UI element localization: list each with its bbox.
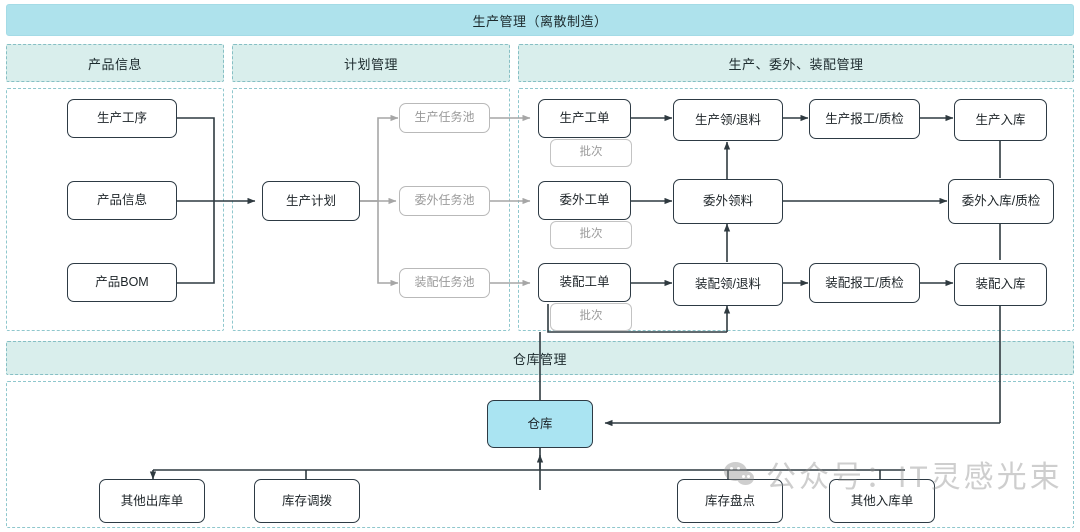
node-label: 产品BOM xyxy=(95,275,149,290)
lane-plan xyxy=(232,88,510,331)
node-label: 批次 xyxy=(579,146,603,159)
node-picking-assembly[interactable]: 装配领/退料 xyxy=(673,263,783,306)
node-label: 装配报工/质检 xyxy=(825,275,904,290)
node-label: 生产工单 xyxy=(559,111,610,126)
node-pool-outsource[interactable]: 委外任务池 xyxy=(399,186,490,216)
node-label: 委外领料 xyxy=(702,194,753,209)
diagram-title: 生产管理（离散制造） xyxy=(472,13,608,29)
section-header-manufacturing: 生产、委外、装配管理 xyxy=(518,44,1074,82)
node-inbound-outsource[interactable]: 委外入库/质检 xyxy=(948,179,1054,224)
node-work-order-assembly[interactable]: 装配工单 xyxy=(538,263,631,302)
node-work-order-production[interactable]: 生产工单 xyxy=(538,99,631,138)
node-batch-production[interactable]: 批次 xyxy=(550,139,632,167)
section-header-plan: 计划管理 xyxy=(232,44,510,82)
node-pool-assembly[interactable]: 装配任务池 xyxy=(399,268,490,298)
node-label: 生产任务池 xyxy=(414,110,475,125)
node-label: 委外工单 xyxy=(559,193,610,208)
node-pool-production[interactable]: 生产任务池 xyxy=(399,103,490,133)
section-label-product: 产品信息 xyxy=(87,56,142,72)
node-inbound-assembly[interactable]: 装配入库 xyxy=(954,263,1047,306)
node-label: 生产计划 xyxy=(285,193,336,208)
section-label-plan: 计划管理 xyxy=(343,56,398,72)
node-other-inbound[interactable]: 其他入库单 xyxy=(829,479,935,523)
node-stock-count[interactable]: 库存盘点 xyxy=(677,479,783,523)
node-label: 生产报工/质检 xyxy=(825,111,904,126)
node-label: 装配入库 xyxy=(975,277,1026,292)
section-label-manufacturing: 生产、委外、装配管理 xyxy=(728,56,864,72)
node-batch-outsource[interactable]: 批次 xyxy=(550,221,632,249)
section-header-product: 产品信息 xyxy=(6,44,224,82)
node-report-assembly[interactable]: 装配报工/质检 xyxy=(809,263,920,303)
node-stock-transfer[interactable]: 库存调拨 xyxy=(254,479,360,523)
node-report-production[interactable]: 生产报工/质检 xyxy=(809,99,920,139)
node-work-order-outsource[interactable]: 委外工单 xyxy=(538,181,631,220)
node-picking-outsource[interactable]: 委外领料 xyxy=(673,179,783,224)
node-label: 装配任务池 xyxy=(414,275,475,290)
node-label: 生产领/退料 xyxy=(695,112,761,127)
node-label: 产品信息 xyxy=(96,193,147,208)
node-label: 批次 xyxy=(579,228,603,241)
node-batch-assembly[interactable]: 批次 xyxy=(550,303,632,331)
diagram-title-banner: 生产管理（离散制造） xyxy=(6,4,1074,36)
node-label: 装配工单 xyxy=(559,275,610,290)
node-label: 装配领/退料 xyxy=(695,277,761,292)
section-label-warehouse: 仓库管理 xyxy=(512,351,567,367)
node-other-outbound[interactable]: 其他出库单 xyxy=(99,479,205,523)
node-label: 委外入库/质检 xyxy=(961,194,1041,209)
node-production-plan[interactable]: 生产计划 xyxy=(262,181,360,221)
lane-manufacturing xyxy=(518,88,1074,331)
lane-product xyxy=(6,88,224,331)
node-inbound-production[interactable]: 生产入库 xyxy=(954,99,1047,141)
section-header-warehouse: 仓库管理 xyxy=(6,341,1074,375)
node-label: 委外任务池 xyxy=(414,193,475,208)
node-label: 库存调拨 xyxy=(281,493,332,508)
node-label: 库存盘点 xyxy=(704,493,755,508)
node-label: 仓库 xyxy=(527,416,553,431)
node-label: 生产工序 xyxy=(96,111,147,126)
node-warehouse[interactable]: 仓库 xyxy=(487,400,593,448)
node-product-bom[interactable]: 产品BOM xyxy=(67,263,177,302)
node-label: 其他入库单 xyxy=(850,493,914,508)
node-label: 其他出库单 xyxy=(120,493,184,508)
node-production-process[interactable]: 生产工序 xyxy=(67,99,177,138)
node-product-info[interactable]: 产品信息 xyxy=(67,181,177,220)
node-label: 批次 xyxy=(579,310,603,323)
node-label: 生产入库 xyxy=(975,112,1026,127)
node-picking-production[interactable]: 生产领/退料 xyxy=(673,99,783,141)
